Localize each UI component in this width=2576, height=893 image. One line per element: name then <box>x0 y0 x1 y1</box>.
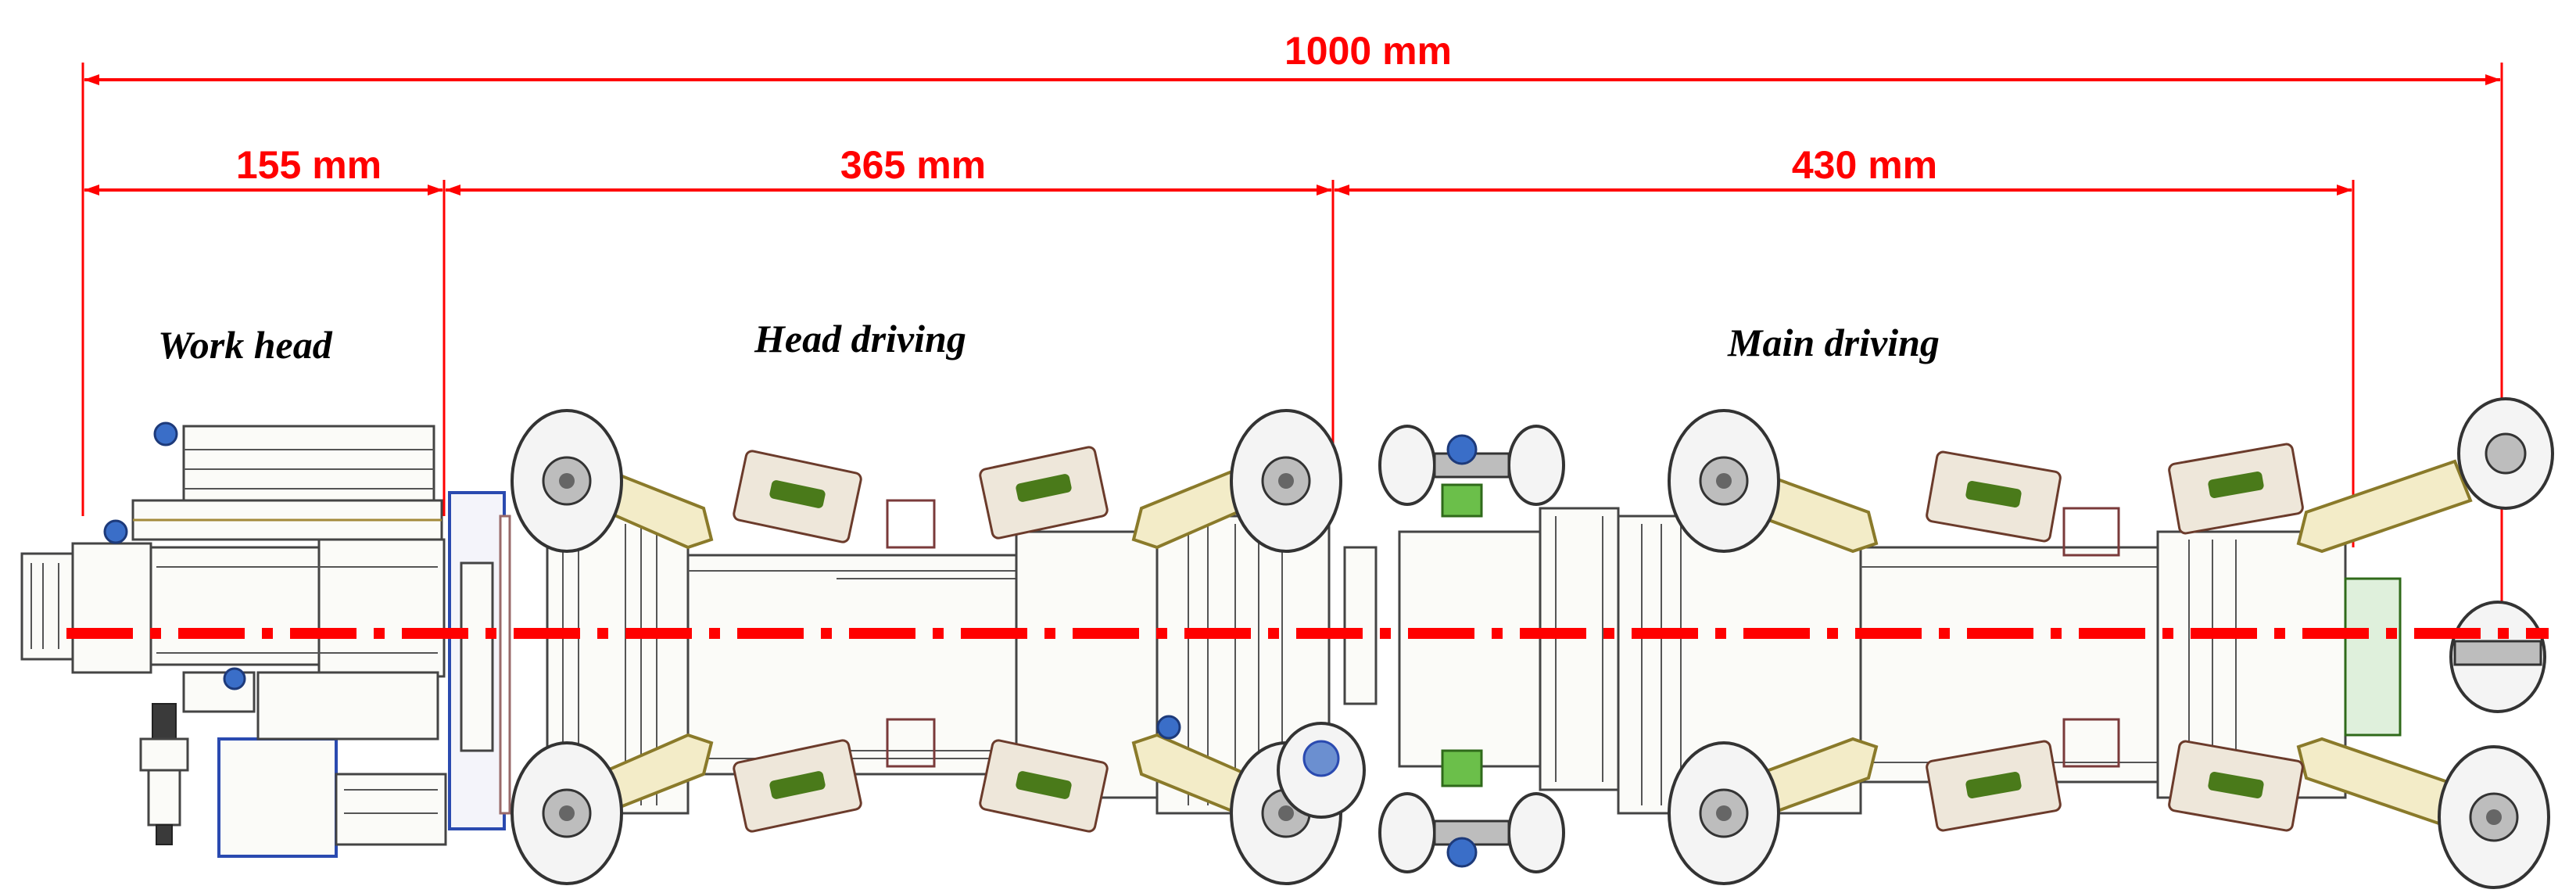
cylinder-lower-rear <box>979 739 1109 833</box>
bracket <box>886 499 936 549</box>
steering-wheel-lower <box>1277 722 1366 819</box>
main-driving-module <box>1617 397 2554 889</box>
cylinder-upper-rear <box>979 446 1109 540</box>
connector <box>152 703 177 740</box>
front-cap <box>71 542 152 674</box>
cylinder-lower-rear <box>2168 740 2304 832</box>
main-driving-center-body <box>1859 546 2159 784</box>
joint-module <box>1343 425 1620 873</box>
small-wheel-pair-upper <box>1378 425 1565 518</box>
section-label-head-driving: Head driving <box>754 317 966 360</box>
dimension-label-head-driving: 365 mm <box>840 143 986 187</box>
spring-icon <box>1441 483 1483 518</box>
wheel-upper-front <box>1668 409 1780 553</box>
dimension-annotations: 1000 mm 155 mm 365 mm 430 mm <box>81 29 2503 626</box>
cylinder-lower-front <box>1926 740 2062 832</box>
wheel-upper-rear <box>2457 397 2554 510</box>
bottom-blue-motor <box>217 737 338 858</box>
rear-center-wheel <box>2449 601 2546 713</box>
front-plate <box>20 552 74 661</box>
wheel-upper-front <box>511 409 623 553</box>
dimension-label-work-head: 155 mm <box>236 143 382 187</box>
small-wheel-pair-lower <box>1378 749 1565 873</box>
spring-icon <box>1441 749 1483 787</box>
bracket <box>886 718 936 768</box>
hex-nut-icon <box>1156 715 1181 740</box>
work-head-module <box>20 421 511 858</box>
head-driving-center-body <box>686 554 1018 776</box>
work-head-gearbox <box>317 538 446 678</box>
section-label-main-driving: Main driving <box>1727 321 1940 364</box>
work-head-body <box>149 546 321 666</box>
cylinder-lower-front <box>733 739 862 833</box>
section-label-work-head: Work head <box>158 323 333 367</box>
hex-nut-icon <box>223 667 246 690</box>
wheel-lower-front <box>1668 741 1780 885</box>
hex-nut-icon <box>153 421 178 446</box>
wheel-lower-rear <box>2438 745 2550 889</box>
cylinder-upper-front <box>1926 450 2062 543</box>
dimension-label-main-driving: 430 mm <box>1792 143 1937 187</box>
dimension-label-total: 1000 mm <box>1284 29 1452 73</box>
upper-arm-rear <box>2296 459 2473 554</box>
cylinder-upper-front <box>733 450 862 543</box>
joint-housing <box>1398 530 1542 768</box>
wheel-upper-rear <box>1230 409 1342 553</box>
cylinder-upper-rear <box>2168 443 2304 535</box>
wheel-lower-front <box>511 741 623 885</box>
hex-nut-icon <box>103 519 128 544</box>
rear-green-plate <box>2344 577 2402 737</box>
head-driving-module <box>511 409 1366 885</box>
